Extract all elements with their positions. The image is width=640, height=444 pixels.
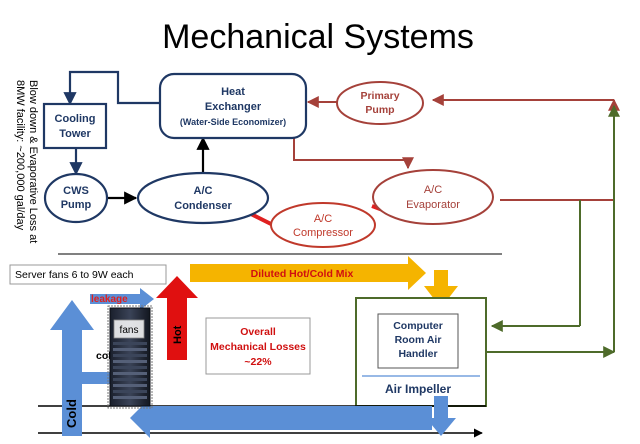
underfloor-air-arrow [130,398,432,438]
ac-evaporator-node: A/C Evaporator [372,169,494,225]
server-fans-label: Server fans 6 to 9W each [15,269,134,281]
cws-pump-node: CWS Pump [43,172,109,224]
hot-air-arrow [156,276,198,360]
hx-label-2: Exchanger [205,101,262,113]
fans-label: fans [120,325,139,336]
rack-slots [113,342,147,399]
rack-slot [113,354,147,357]
crah-label-2: Room Air [395,334,442,346]
rack-slot [113,384,147,387]
heat-exchanger-node: Heat Exchanger (Water-Side Economizer) [158,72,308,140]
rack-slot [113,378,147,381]
yellow-down-arrow [424,270,458,308]
diluted-mix-arrow [190,256,426,290]
air-impeller-label: Air Impeller [385,382,451,396]
overall-losses-line-1: Overall [240,326,276,338]
server-rack: fans [107,305,153,409]
ac-compressor-node: A/C Compressor [270,202,376,248]
cws-pump-label-1: CWS [63,185,89,197]
primary-pump-label-1: Primary [360,90,399,102]
crah-label-3: Handler [398,348,437,360]
cooling-tower-node: Cooling Tower [42,102,108,150]
compressor-label-1: A/C [314,213,332,225]
compressor-label-2: Compressor [293,227,353,239]
cooling-tower-label-1: Cooling [55,113,96,125]
crah-label-1: Computer [393,320,443,332]
cold-big-label: Cold [64,399,79,428]
rack-slot [113,390,147,393]
rack-slot [113,372,147,375]
crah-node [377,313,459,369]
cold-riser-arrow [50,300,94,436]
cooling-tower-label-2: Tower [59,128,91,140]
side-note-line-1: Blow down & Evaporative Loss at [27,80,39,243]
hx-label-1: Heat [221,86,245,98]
hx-label-3: (Water-Side Economizer) [180,117,286,127]
hx-to-cooling-tower-line [63,70,160,106]
rack-slot [113,396,147,399]
page-title: Mechanical Systems [162,18,474,56]
fans-box [113,319,145,339]
hx-to-evaporator-line [293,138,414,170]
leakage-arrow [90,288,154,310]
leakage-label: leakage [91,294,128,305]
impeller-down-arrow [426,396,456,436]
rack-slot [113,366,147,369]
rack-slot [113,348,147,351]
overall-losses-line-2: Mechanical Losses [210,341,306,353]
condenser-label-1: A/C [194,185,213,197]
server-fans-box [9,264,167,285]
diluted-mix-label: Diluted Hot/Cold Mix [251,268,354,280]
evaporator-to-riser-line [500,98,620,201]
rack-slot [113,342,147,345]
rack-slot [113,360,147,363]
hot-label: Hot [172,325,184,344]
overall-losses-box [205,317,311,375]
condenser-label-2: Condenser [174,200,232,212]
side-note-line-2: 8MW facility: ~200,000 gal/day [14,80,26,231]
cws-pump-label-2: Pump [61,199,92,211]
overall-losses-line-3: ~22% [244,356,272,368]
evaporator-label-1: A/C [424,184,442,196]
side-note: Blow down & Evaporative Loss at 8MW faci… [14,80,39,243]
evaporator-label-2: Evaporator [406,199,460,211]
ac-condenser-node: A/C Condenser [136,171,270,225]
primary-pump-label-2: Pump [365,104,394,116]
primary-pump-node: Primary Pump [336,81,424,125]
